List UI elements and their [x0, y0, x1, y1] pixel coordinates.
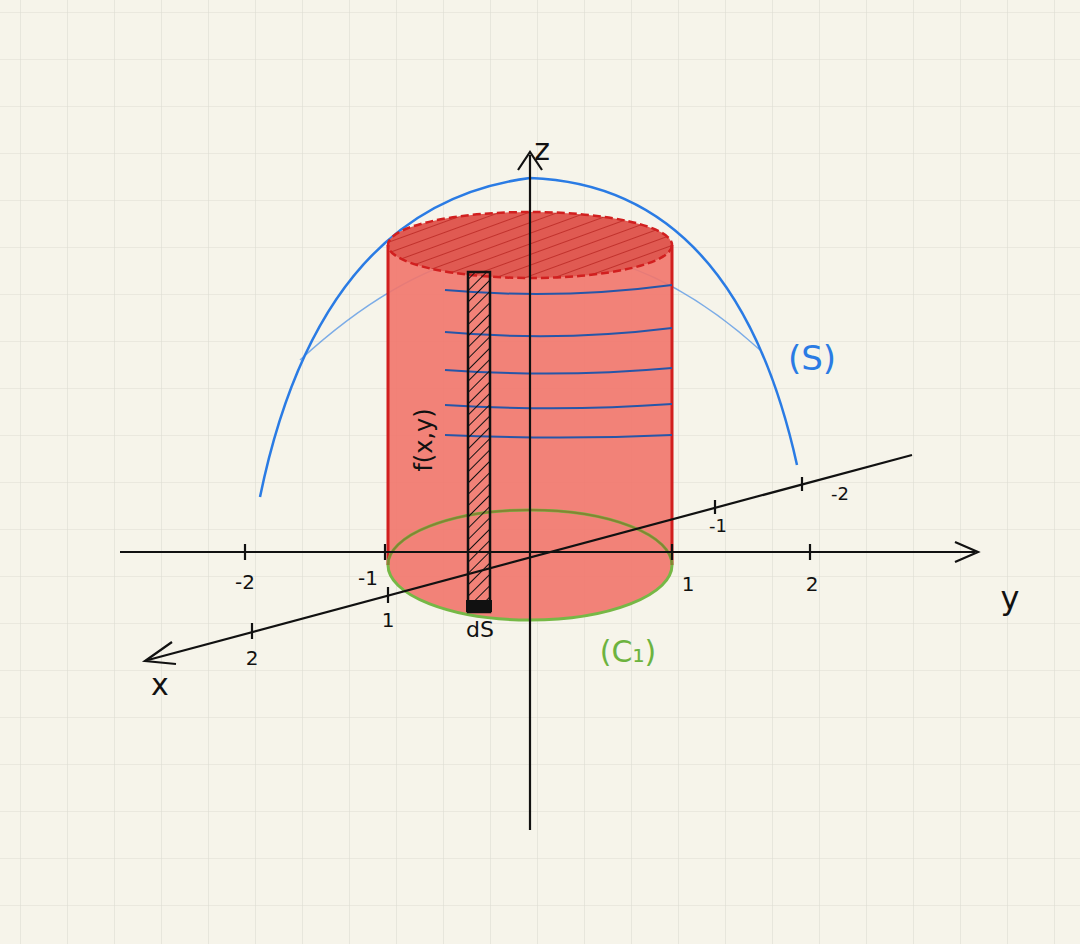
axis-name: y: [1001, 582, 1020, 614]
axis-name: z: [534, 135, 550, 165]
tick-label: -2: [235, 572, 255, 592]
surface-label: (S): [788, 341, 836, 375]
tick-label: 2: [806, 574, 819, 594]
cylinder-edge: [387, 245, 390, 565]
tick-label: -1: [358, 568, 378, 588]
strip-base: [466, 600, 492, 612]
tick-label: 2: [246, 648, 259, 668]
element-label: dS: [466, 619, 494, 641]
tick-label: 1: [382, 610, 395, 630]
function-label: f(x,y): [412, 408, 436, 471]
tick-label: -1: [709, 517, 727, 535]
volume-strip: [468, 272, 490, 612]
curve-label: (C₁): [600, 637, 656, 667]
tick-label: 1: [682, 574, 695, 594]
axis-name: x: [151, 670, 169, 700]
tick-label: -2: [831, 485, 849, 503]
axes: [120, 152, 978, 830]
